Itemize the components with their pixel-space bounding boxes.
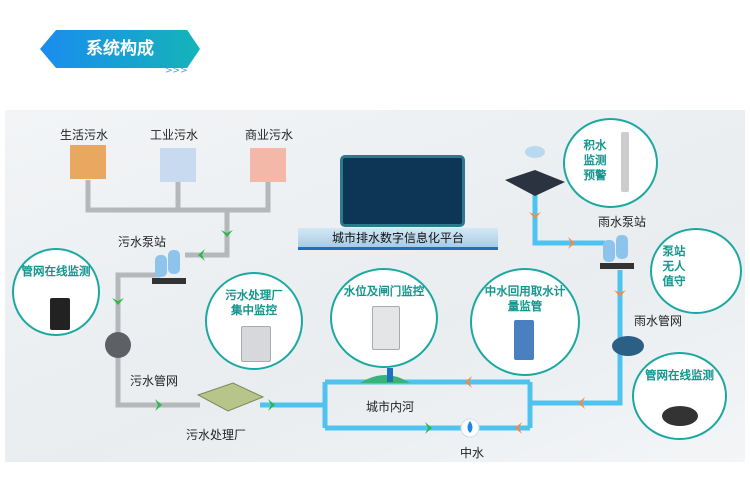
arrow-icon xyxy=(268,399,275,411)
gate-icon xyxy=(387,368,393,382)
callout-network-right[interactable]: 管网在线监测 xyxy=(632,352,727,440)
callout-pump-unmanned[interactable]: 泵站无人值守 xyxy=(650,228,742,314)
arrow-icon xyxy=(112,298,124,305)
callout-network-left[interactable]: 管网在线监测 xyxy=(12,248,100,336)
callout-text: 泵站无人值守 xyxy=(662,244,686,288)
arrow-icon xyxy=(425,422,432,434)
sewage-pipe-main xyxy=(85,180,271,258)
callout-text: 中水回用取水计量监管 xyxy=(484,284,566,313)
source-label: 商业污水 xyxy=(245,128,294,142)
river-icon xyxy=(360,375,410,383)
callout-text: 积水监测预警 xyxy=(583,138,607,182)
title-banner xyxy=(40,30,200,68)
arrow-icon xyxy=(614,290,626,297)
source-label: 生活污水 xyxy=(60,128,109,142)
clean-pipes xyxy=(260,190,623,431)
callout-text: 管网在线监测 xyxy=(21,264,91,278)
arrow-icon xyxy=(568,237,575,249)
callout-plant-monitor[interactable]: 污水处理厂集中监控 xyxy=(205,272,303,370)
callout-text: 污水处理厂集中监控 xyxy=(225,288,283,317)
river-label: 城市内河 xyxy=(366,400,415,414)
rain-pump-label: 雨水泵站 xyxy=(598,215,647,229)
rain-network-label: 雨水管网 xyxy=(634,314,683,328)
waterlogged-road-icon xyxy=(505,170,565,196)
title-arrows: >>> xyxy=(165,66,188,76)
meter-kiosk-icon xyxy=(514,320,534,360)
manhole-cover-icon xyxy=(662,406,698,426)
title-text: 系统构成 xyxy=(86,39,154,59)
callout-waterlogging[interactable]: 积水监测预警 xyxy=(563,118,658,208)
arrow-icon xyxy=(198,249,205,261)
rain-pipe xyxy=(532,190,605,246)
control-cabinet-icon xyxy=(372,306,400,350)
factory-icon xyxy=(160,148,196,182)
rain-cloud-icon xyxy=(525,146,545,158)
green-arrows xyxy=(112,230,432,434)
section-title: 系统构成 xyxy=(40,30,200,72)
treatment-plant-icon xyxy=(196,382,265,412)
shop-icon xyxy=(250,148,286,182)
manhole-icon xyxy=(105,332,131,358)
platform-label[interactable]: 城市排水数字信息化平台 xyxy=(298,228,498,250)
rain-pump-icon xyxy=(600,235,634,269)
callout-text: 水位及闸门监控 xyxy=(343,284,425,298)
callout-reclaimed-meter[interactable]: 中水回用取水计量监管 xyxy=(470,268,580,376)
arrow-icon xyxy=(515,422,522,434)
reclaimed-label: 中水 xyxy=(460,446,485,460)
callout-text: 管网在线监测 xyxy=(645,368,714,382)
arrow-icon xyxy=(578,397,585,409)
monitor-pole-icon xyxy=(621,132,629,192)
sewage-pump-icon xyxy=(152,250,186,284)
arrow-icon xyxy=(155,399,162,411)
sewage-plant-label: 污水处理厂 xyxy=(186,428,247,442)
rain-manhole-icon xyxy=(612,336,644,356)
dashboard-screen[interactable] xyxy=(340,155,465,227)
sewage-network-label: 污水管网 xyxy=(130,374,179,388)
clean-pipe-loop xyxy=(260,270,623,431)
water-drop-icon xyxy=(467,421,473,433)
residential-building-icon xyxy=(70,145,106,179)
arrow-icon xyxy=(465,376,472,388)
sewage-pump-label: 污水泵站 xyxy=(118,235,167,249)
sensor-icon xyxy=(50,298,70,330)
callout-water-level[interactable]: 水位及闸门监控 xyxy=(330,268,438,368)
source-label: 工业污水 xyxy=(150,128,199,142)
control-cabinet-icon xyxy=(241,326,271,362)
arrow-icon xyxy=(529,212,541,219)
arrow-icon xyxy=(221,230,233,237)
orange-arrows xyxy=(465,212,626,434)
